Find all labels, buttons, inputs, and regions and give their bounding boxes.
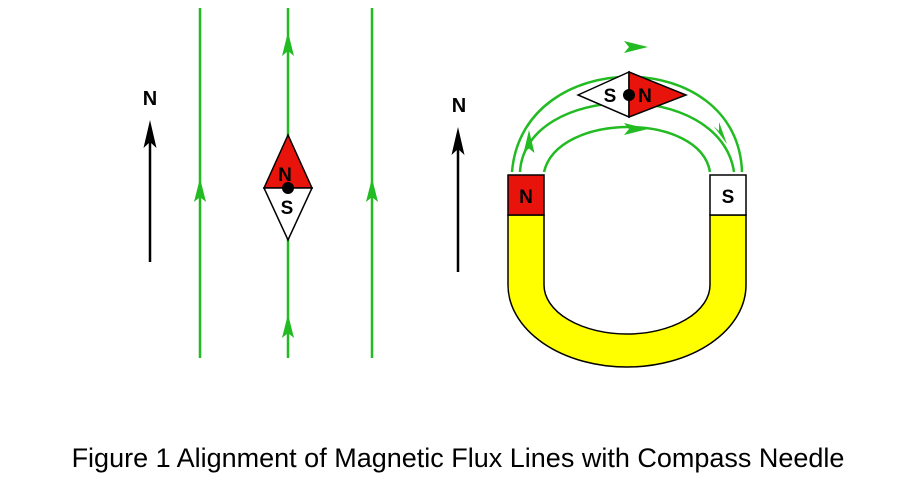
compass-needle-left: N S bbox=[262, 133, 314, 242]
magnet-south-pole: S bbox=[709, 174, 747, 216]
north-arrow-right: N bbox=[451, 95, 466, 272]
flux-loop-inner bbox=[542, 123, 712, 173]
left-panel: N N S bbox=[143, 8, 378, 358]
magnetic-flux-diagram: N N S N bbox=[143, 8, 747, 368]
magnet-north-pole: N bbox=[507, 174, 545, 216]
flux-line-left bbox=[194, 8, 206, 358]
north-arrow-left: N bbox=[143, 88, 157, 262]
figure-caption: Figure 1 Alignment of Magnetic Flux Line… bbox=[71, 443, 845, 473]
needle-north-label: N bbox=[638, 86, 652, 107]
north-arrow-label: N bbox=[452, 95, 466, 117]
compass-needle-right: S N bbox=[576, 70, 689, 119]
north-arrow-label: N bbox=[143, 88, 157, 110]
needle-pivot bbox=[282, 182, 294, 194]
needle-north-label: N bbox=[278, 165, 292, 186]
right-panel: N N S S bbox=[451, 41, 747, 368]
magnet-north-label: N bbox=[519, 187, 533, 208]
magnet-south-label: S bbox=[722, 187, 735, 208]
flux-line-right bbox=[366, 8, 378, 358]
needle-south-label: S bbox=[281, 198, 294, 219]
needle-south-label: S bbox=[604, 86, 617, 107]
needle-pivot bbox=[623, 89, 635, 101]
horseshoe-magnet-body bbox=[507, 214, 747, 368]
